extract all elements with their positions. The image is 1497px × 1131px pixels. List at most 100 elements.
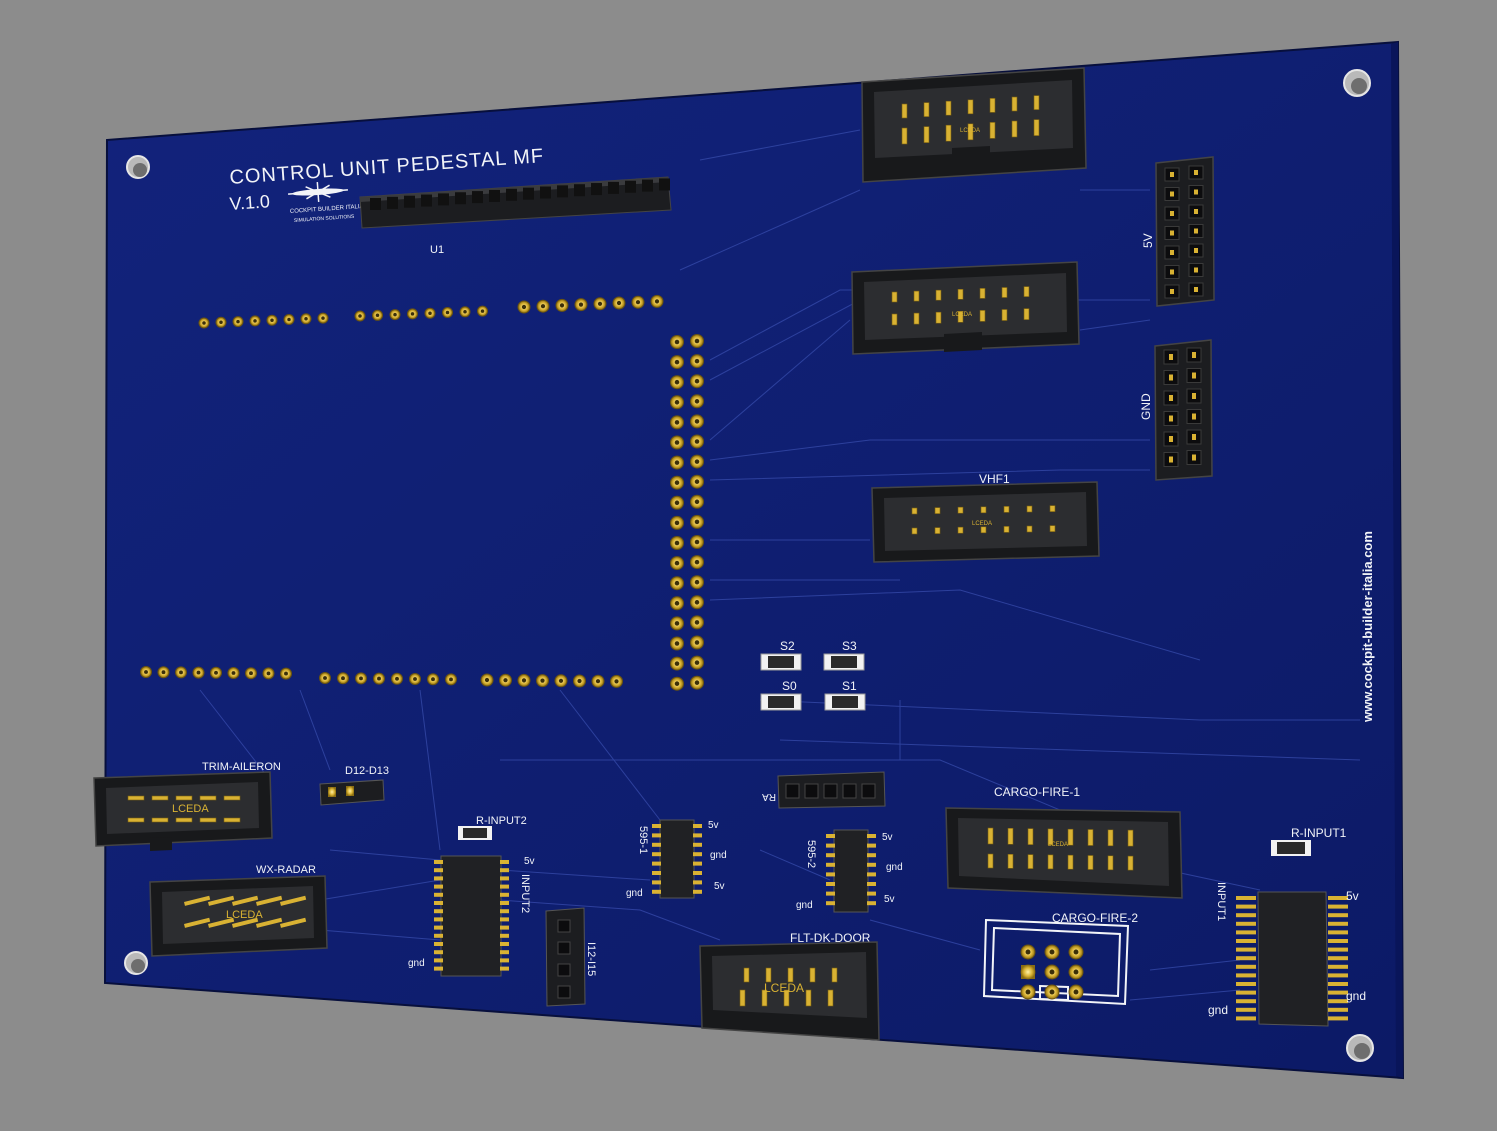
chip-pin <box>693 889 702 894</box>
pad-hole <box>521 304 527 310</box>
chip-pin <box>1328 939 1348 943</box>
trim-aileron-marking: LCEDA <box>172 803 209 815</box>
gold-pin <box>805 989 812 1007</box>
header-socket <box>472 191 483 204</box>
pad-hole <box>202 321 206 325</box>
chip-pin <box>434 909 443 914</box>
chip-pin <box>652 880 661 885</box>
pad-hole <box>694 620 700 625</box>
chip-pin <box>826 862 835 867</box>
chip-pin <box>500 876 509 881</box>
label-input2: INPUT2 <box>519 874 531 913</box>
chip-pin <box>867 872 876 877</box>
website-label: www.cockpit-builder-italia.com <box>1360 531 1375 723</box>
header-socket <box>591 183 602 196</box>
gold-pin <box>1067 828 1074 846</box>
pad-hole <box>694 358 700 364</box>
idc-header-top: LCEDA <box>861 67 1087 183</box>
u1-pin-header <box>359 176 672 229</box>
gold-pin <box>223 817 241 823</box>
pad-hole <box>1049 969 1055 975</box>
gold-pin <box>1107 855 1114 871</box>
gold-pin <box>957 526 964 534</box>
chip-pin <box>1328 964 1348 969</box>
pad-hole <box>445 310 450 315</box>
socket-contact <box>1170 289 1174 294</box>
chip-pin <box>500 909 509 914</box>
pad-hole <box>616 300 622 306</box>
pad-hole <box>144 670 148 674</box>
gold-pin <box>1087 855 1094 870</box>
chip-pin <box>1236 990 1256 995</box>
pad-hole <box>358 314 362 318</box>
pad-hole <box>1049 989 1055 995</box>
chip-pin <box>434 917 443 922</box>
gold-pin <box>1127 829 1134 847</box>
smd-body <box>768 696 794 708</box>
chip-pin <box>500 860 509 864</box>
socket-contact <box>1192 454 1196 461</box>
label-r-input1: R-INPUT1 <box>1291 826 1347 840</box>
gold-pin <box>280 895 307 906</box>
gold-pin <box>827 989 834 1007</box>
socket-contact <box>1194 267 1198 273</box>
cargo-fire-1-marking: LCEDA <box>1048 842 1068 848</box>
gold-pin <box>957 506 964 514</box>
pad-hole <box>614 679 619 684</box>
595-2-5v-bottom: 5v <box>884 894 895 905</box>
header-socket <box>523 187 534 200</box>
input2-5v: 5v <box>524 856 535 867</box>
pad-hole <box>597 301 603 306</box>
pad-hole <box>674 440 680 445</box>
gold-pin <box>1047 854 1054 870</box>
pad-hole <box>674 641 680 646</box>
gold-pin <box>256 917 283 928</box>
gold-pin <box>208 917 235 928</box>
socket-contact <box>1192 372 1196 379</box>
ra-header <box>777 771 886 809</box>
pad-hole <box>410 312 415 316</box>
chip-pin <box>1236 956 1256 961</box>
pad-hole <box>395 676 399 681</box>
gold-pin <box>765 967 772 983</box>
chip-pin <box>1236 973 1256 978</box>
socket-contact <box>1169 374 1173 381</box>
chip-pin <box>826 843 835 848</box>
pad-hole <box>1073 989 1079 995</box>
socket-contact <box>1170 230 1174 236</box>
gold-pin <box>208 895 235 906</box>
gold-pin <box>1027 828 1034 845</box>
gold-pin <box>280 917 307 928</box>
pad-hole <box>431 677 435 682</box>
pad-hole <box>270 318 274 322</box>
pad-hole <box>694 519 700 525</box>
gold-pin <box>1001 309 1008 321</box>
chip-pin <box>652 871 661 875</box>
chip-pin <box>693 824 702 828</box>
chip-pin <box>434 950 443 955</box>
socket-contact <box>1192 413 1196 420</box>
chip-pin <box>434 942 443 946</box>
chip-pin <box>434 892 443 897</box>
socket-contact <box>1170 269 1174 275</box>
pad-hole <box>219 320 223 325</box>
gold-pin <box>1049 525 1056 532</box>
pad-hole <box>694 660 700 665</box>
pad-hole <box>694 439 700 444</box>
chip-pin <box>693 842 702 847</box>
gold-pin <box>1033 119 1040 136</box>
gold-pin <box>980 526 987 534</box>
pad-hole <box>1025 949 1031 955</box>
board-version: V.1.0 <box>229 191 271 214</box>
gold-pin <box>151 817 169 823</box>
label-input1: INPUT1 <box>1215 882 1227 921</box>
chip-pin <box>1328 947 1348 952</box>
gold-pin <box>911 507 918 515</box>
chip-pin <box>1328 1007 1348 1012</box>
pad-hole <box>449 677 453 682</box>
airplane-logo-icon <box>288 181 348 203</box>
chip-pin <box>652 889 661 894</box>
gold-pin <box>1003 526 1010 533</box>
gold-pin <box>934 507 941 514</box>
